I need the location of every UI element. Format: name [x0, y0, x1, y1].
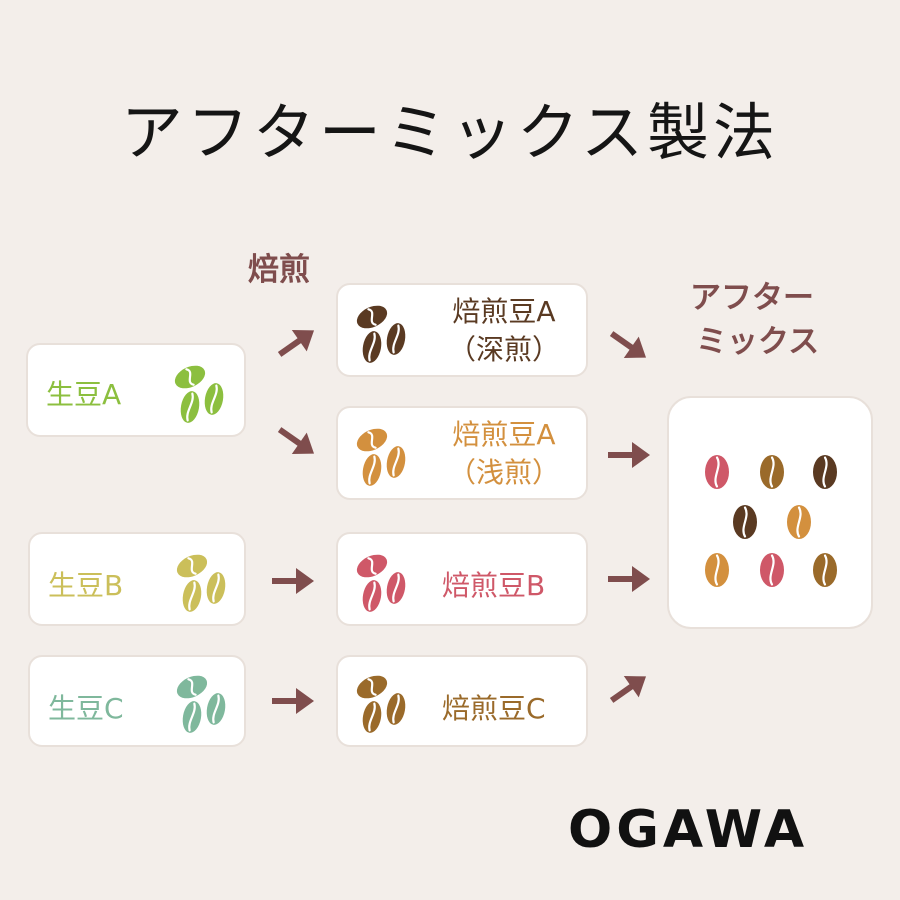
coffee-bean-icon — [813, 455, 837, 489]
arrow-right-icon — [608, 442, 650, 468]
roasted-bean-box-b: 焙煎豆B — [336, 532, 588, 626]
page-title: アフターミックス製法 — [120, 96, 780, 169]
coffee-bean-icon — [176, 554, 208, 578]
coffee-bean-icon — [362, 331, 382, 363]
coffee-bean-icon — [386, 323, 406, 355]
coffee-bean-icon — [733, 505, 757, 539]
arrow-right-icon — [272, 568, 314, 594]
roasted-bean-box-a-light: 焙煎豆A （浅煎） — [336, 406, 588, 500]
coffee-beans-icon — [356, 554, 406, 612]
green-bean-label: 生豆A — [46, 378, 122, 411]
coffee-bean-icon — [705, 455, 729, 489]
coffee-bean-icon — [180, 391, 200, 423]
coffee-beans-icon — [356, 675, 406, 733]
green-bean-box-b: 生豆B — [28, 532, 246, 626]
coffee-bean-icon — [356, 554, 388, 578]
arrow-right-icon — [272, 688, 314, 714]
after-mix-label-line1: アフター — [690, 280, 814, 316]
coffee-bean-icon — [760, 553, 784, 587]
arrow-right-icon — [277, 427, 315, 454]
coffee-bean-icon — [356, 305, 388, 329]
coffee-bean-icon — [705, 553, 729, 587]
coffee-beans-icon — [176, 554, 226, 612]
roasted-bean-label: 焙煎豆A — [452, 295, 556, 328]
green-bean-label: 生豆B — [48, 569, 124, 602]
roast-step-label: 焙煎 — [248, 252, 310, 288]
roasted-bean-label: 焙煎豆A — [452, 418, 556, 451]
coffee-bean-icon — [356, 675, 388, 699]
roast-level-label: （浅煎） — [447, 456, 560, 489]
after-mix-box — [667, 396, 873, 629]
coffee-bean-icon — [787, 505, 811, 539]
coffee-bean-icon — [386, 572, 406, 604]
roasted-bean-label: 焙煎豆C — [442, 692, 546, 725]
coffee-bean-icon — [356, 428, 388, 452]
mixed-beans-group — [705, 455, 837, 587]
coffee-beans-icon — [356, 305, 406, 363]
coffee-bean-icon — [813, 553, 837, 587]
roast-level-label: （深煎） — [447, 333, 560, 366]
after-mix-label: アフター ミックス — [690, 276, 850, 364]
coffee-bean-icon — [176, 675, 208, 699]
coffee-bean-icon — [362, 454, 382, 486]
green-bean-label: 生豆C — [48, 692, 124, 725]
coffee-bean-icon — [386, 446, 406, 478]
arrow-right-icon — [609, 331, 647, 358]
after-mix-label-line2: ミックス — [696, 324, 820, 360]
coffee-bean-icon — [206, 693, 226, 725]
green-bean-box-a: 生豆A — [26, 343, 246, 437]
coffee-bean-icon — [204, 383, 224, 415]
coffee-bean-icon — [182, 580, 202, 612]
coffee-beans-icon — [174, 365, 224, 423]
brand-logo: OGAWA — [568, 800, 809, 860]
roasted-bean-label: 焙煎豆B — [442, 569, 546, 602]
coffee-bean-icon — [362, 701, 382, 733]
green-bean-box-c: 生豆C — [28, 655, 246, 747]
coffee-bean-icon — [362, 580, 382, 612]
coffee-bean-icon — [760, 455, 784, 489]
coffee-bean-icon — [174, 365, 206, 389]
arrow-right-icon — [609, 676, 647, 703]
arrow-right-icon — [608, 566, 650, 592]
roasted-bean-box-a-dark: 焙煎豆A （深煎） — [336, 283, 588, 377]
coffee-beans-icon — [356, 428, 406, 486]
coffee-beans-icon — [176, 675, 226, 733]
coffee-bean-icon — [386, 693, 406, 725]
arrow-right-icon — [277, 330, 315, 357]
roasted-bean-box-c: 焙煎豆C — [336, 655, 588, 747]
coffee-bean-icon — [206, 572, 226, 604]
coffee-bean-icon — [182, 701, 202, 733]
